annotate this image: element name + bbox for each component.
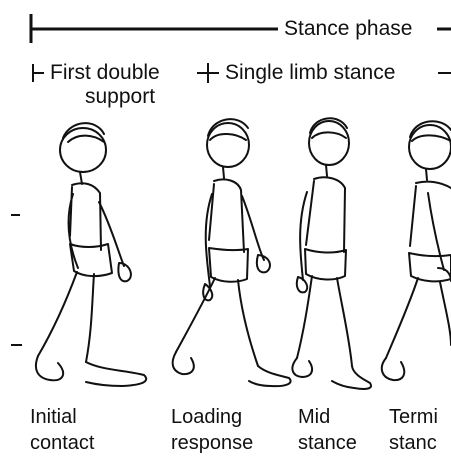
child-figure-loading-response bbox=[173, 119, 291, 386]
phase-label-mid-line1: Mid bbox=[298, 407, 330, 427]
first-double-support-label-line2: support bbox=[85, 86, 155, 107]
phase-label-initial-line2: contact bbox=[30, 433, 94, 453]
child-figure-mid-stance bbox=[292, 118, 371, 389]
phase-label-loading-line1: Loading bbox=[171, 407, 242, 427]
stance-phase-label: Stance phase bbox=[284, 18, 412, 39]
phase-label-mid-line2: stance bbox=[298, 433, 357, 453]
first-double-support-label-line1: First double bbox=[50, 62, 160, 83]
phase-label-terminal-line2: stanc bbox=[389, 433, 437, 453]
single-limb-stance-label: Single limb stance bbox=[225, 62, 395, 83]
phase-label-loading-line2: response bbox=[171, 433, 253, 453]
child-figure-terminal-stance bbox=[382, 121, 451, 380]
phase-label-initial-line1: Initial bbox=[30, 407, 77, 427]
child-figure-initial-contact bbox=[36, 123, 146, 386]
phase-label-terminal-line1: Termi bbox=[389, 407, 438, 427]
